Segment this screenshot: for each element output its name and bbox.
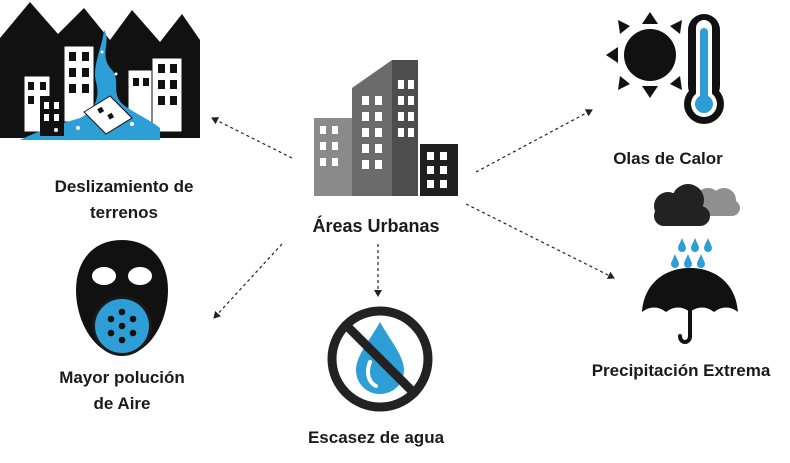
heat-waves-label: Olas de Calor [613,149,723,168]
arrow-to-air-pollution [213,243,283,319]
air-pollution-label-line2: de Aire [93,394,150,413]
no-water-icon [327,306,433,412]
sun-thermometer-icon [606,12,724,124]
city-buildings-icon [314,60,458,196]
arrows [211,109,615,319]
air-pollution-label-line1: Mayor polución [59,368,185,387]
landslide-label-line2: terrenos [90,203,158,222]
center-label: Áreas Urbanas [312,215,439,236]
arrow-to-landslide [211,117,293,159]
landslide-icon [0,0,200,140]
landslide-label-line1: Deslizamiento de [55,177,194,196]
water-scarcity-label: Escasez de agua [308,428,445,447]
precipitation-label: Precipitación Extrema [592,361,771,380]
arrow-to-heat-waves [475,109,593,173]
cloud-rain-umbrella-icon [642,184,740,344]
gas-mask-icon [76,240,168,356]
arrow-to-precipitation [465,203,615,279]
